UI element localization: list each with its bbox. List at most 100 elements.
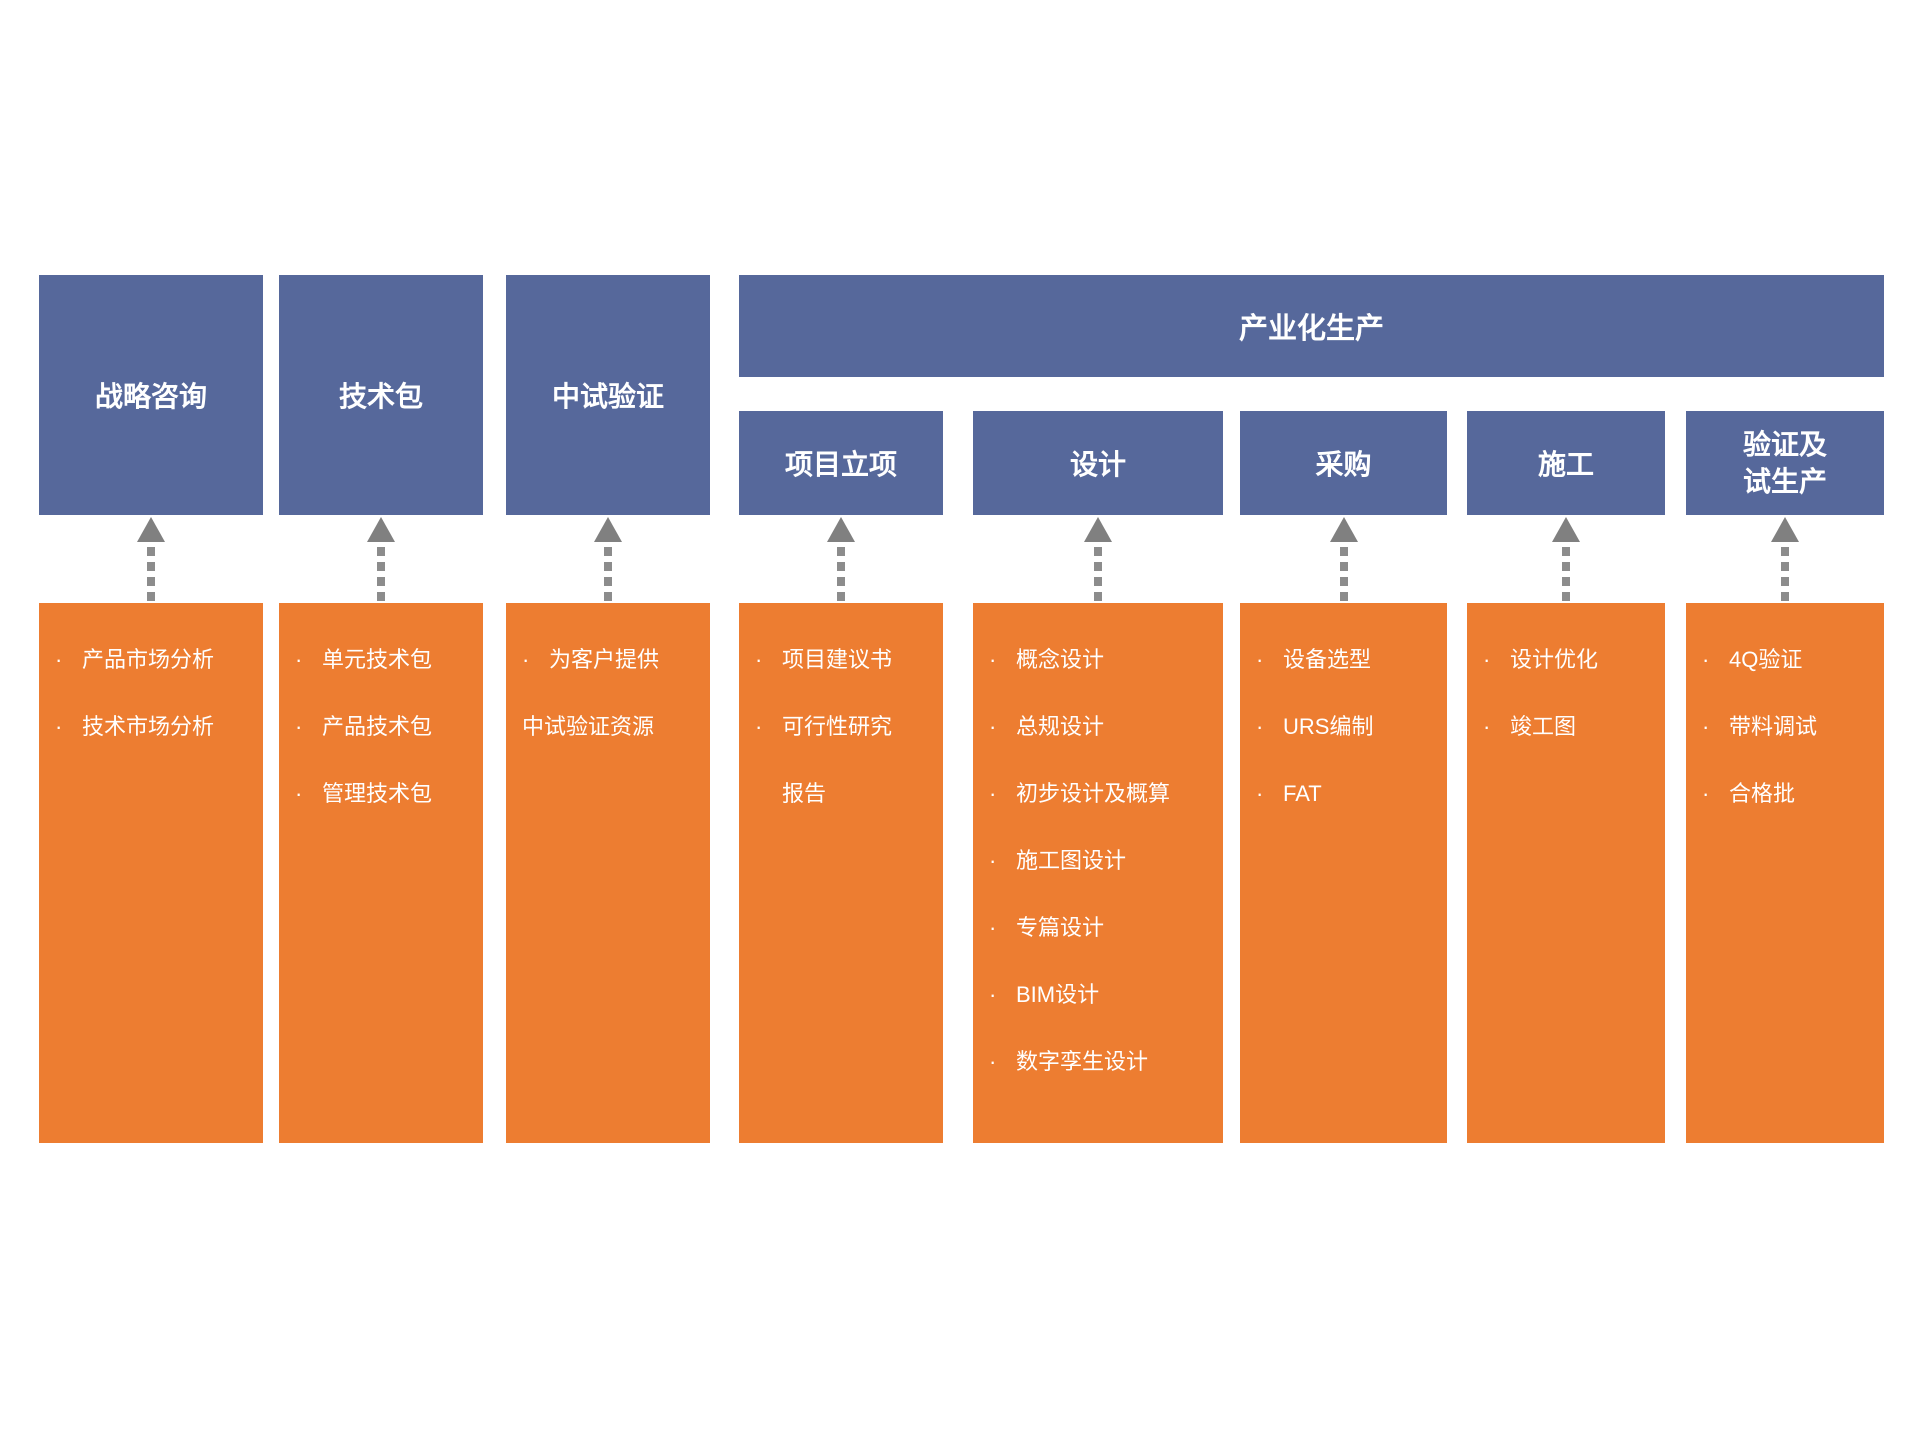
arrow-dashed-line <box>1781 547 1789 603</box>
list-item: · 设备选型 <box>1256 645 1435 675</box>
bullet-dot: · <box>989 647 997 672</box>
header-label: 中试验证 <box>551 381 664 412</box>
procurement-items: · 设备选型 · URS编制 ·FAT <box>1240 603 1447 1143</box>
list-item-text: 合格批 <box>1729 781 1796 806</box>
bullet-dot: · <box>295 781 303 806</box>
arrow-head-icon <box>1084 517 1112 542</box>
arrow-head-icon <box>827 517 855 542</box>
list-item: ·带料调试 <box>1702 712 1872 742</box>
list-item: ·概念设计 <box>989 645 1211 675</box>
bullet-dot: · <box>1256 647 1264 672</box>
list-item-text: 管理技术包 <box>322 781 433 806</box>
arrow-head-icon <box>1552 517 1580 542</box>
column-pilot-verification: 中试验证 · 为客户提供 中试验证资源 <box>506 275 710 1143</box>
up-arrow <box>1329 517 1359 603</box>
list-item-text: 为客户提供 <box>549 647 660 672</box>
column-procurement: 采购 · 设备选型 · URS编制 ·FAT <box>1240 275 1447 1143</box>
list-item: ·技术市场分析 <box>55 712 251 742</box>
up-arrow <box>136 517 166 603</box>
list-item-text: 产品市场分析 <box>82 647 215 672</box>
list-item: ·产品市场分析 <box>55 645 251 675</box>
list-item-text: 设备选型 <box>1283 647 1372 672</box>
arrow-dashed-line <box>1094 547 1102 603</box>
list-item-text: URS编制 <box>1283 714 1374 739</box>
pilot-verification-items: · 为客户提供 中试验证资源 <box>506 603 710 1143</box>
up-arrow <box>1770 517 1800 603</box>
header-label: 采购 <box>1315 449 1372 480</box>
procurement-header: 采购 <box>1240 411 1447 515</box>
strategy-consulting-items: ·产品市场分析 ·技术市场分析 <box>39 603 263 1143</box>
header-label: 施工 <box>1537 449 1594 480</box>
header-label: 技术包 <box>338 381 423 412</box>
up-arrow <box>1083 517 1113 603</box>
list-item: · 管理技术包 <box>295 779 471 809</box>
bullet-dot: · <box>989 982 997 1007</box>
bullet-dot: · <box>755 714 763 739</box>
bullet-dot: · <box>1256 714 1264 739</box>
list-item: ·单元技术包 <box>295 645 471 675</box>
list-item: · 为客户提供 <box>522 645 698 675</box>
arrow-head-icon <box>594 517 622 542</box>
arrow-dashed-line <box>1562 547 1570 603</box>
up-arrow <box>1551 517 1581 603</box>
list-item: · URS编制 <box>1256 712 1435 742</box>
list-item-text: 项目建议书 <box>782 647 893 672</box>
list-item-text: 竣工图 <box>1510 714 1577 739</box>
arrow-head-icon <box>137 517 165 542</box>
bullet-dot: · <box>1702 714 1710 739</box>
list-item-text: 设计优化 <box>1510 647 1599 672</box>
industrialization-production-banner: 产业化生产 <box>739 275 1884 377</box>
header-label: 项目立项 <box>784 449 897 480</box>
bullet-dot: · <box>522 647 530 672</box>
bullet-dot: · <box>1256 781 1264 806</box>
list-item: · 总规设计 <box>989 712 1211 742</box>
design-items: ·概念设计 ·总规设计 ·初步设计及概算 ·施工图设计 ·专篇设计 ·BIM设计… <box>973 603 1223 1143</box>
bullet-dot: · <box>755 647 763 672</box>
list-item: 中试验证资源 <box>522 712 698 742</box>
verification-trial-production-header: 验证及试生产 <box>1686 411 1884 515</box>
column-strategy-consulting: 战略咨询 ·产品市场分析 ·技术市场分析 <box>39 275 263 1143</box>
arrow-head-icon <box>1329 517 1358 542</box>
list-item: · 竣工图 <box>1483 712 1653 742</box>
project-initiation-items: · 项目建议书 · 可行性研究 报告 <box>739 603 943 1143</box>
bullet-dot: · <box>989 1049 997 1074</box>
bullet-dot: · <box>989 915 997 940</box>
list-item-text: 可行性研究 <box>782 714 893 739</box>
list-item-text: 施工图设计 <box>1016 848 1127 873</box>
column-design: 设计 ·概念设计 ·总规设计 ·初步设计及概算 ·施工图设计 ·专篇设计 ·BI… <box>973 275 1223 1143</box>
up-arrow <box>826 517 856 603</box>
list-item-text: 总规设计 <box>1016 714 1105 739</box>
list-item: ·设计优化 <box>1483 645 1653 675</box>
banner-label: 产业化生产 <box>1238 313 1384 345</box>
project-initiation-header: 项目立项 <box>739 411 943 515</box>
arrow-head-icon <box>1771 517 1799 542</box>
bullet-dot: · <box>989 781 997 806</box>
list-item-text: 中试验证资源 <box>522 714 655 739</box>
list-item: · 合格批 <box>1702 779 1872 809</box>
bullet-dot: · <box>1702 647 1710 672</box>
bullet-dot: · <box>989 848 997 873</box>
arrow-dashed-line <box>1339 547 1348 603</box>
technology-package-items: ·单元技术包 ·产品技术包 ·管理技术包 <box>279 603 483 1143</box>
list-item-text: 初步设计及概算 <box>1016 781 1171 806</box>
arrow-dashed-line <box>377 547 385 603</box>
list-item: · 数字孪生设计 <box>989 1047 1211 1077</box>
list-item: 报告 <box>755 779 931 809</box>
bullet-dot: · <box>1702 781 1710 806</box>
column-technology-package: 技术包 ·单元技术包 ·产品技术包 ·管理技术包 <box>279 275 483 1143</box>
list-item: ·4Q验证 <box>1702 645 1872 675</box>
bullet-dot: · <box>295 647 303 672</box>
column-verification-trial-production: 验证及试生产 ·4Q验证 ·带料调试 · 合格批 <box>1686 275 1884 1143</box>
list-item-text: 技术市场分析 <box>82 714 215 739</box>
list-item: ·FAT <box>1256 779 1435 809</box>
column-construction: 施工 ·设计优化 · 竣工图 <box>1467 275 1665 1143</box>
list-item: · 施工图设计 <box>989 846 1211 876</box>
list-item: · BIM设计 <box>989 980 1211 1010</box>
list-item-text: 数字孪生设计 <box>1016 1049 1149 1074</box>
bullet-dot: · <box>1483 714 1491 739</box>
bullet-dot: · <box>989 714 997 739</box>
list-item: · 项目建议书 <box>755 645 931 675</box>
list-item-text: BIM设计 <box>1016 982 1100 1007</box>
up-arrow <box>593 517 623 603</box>
